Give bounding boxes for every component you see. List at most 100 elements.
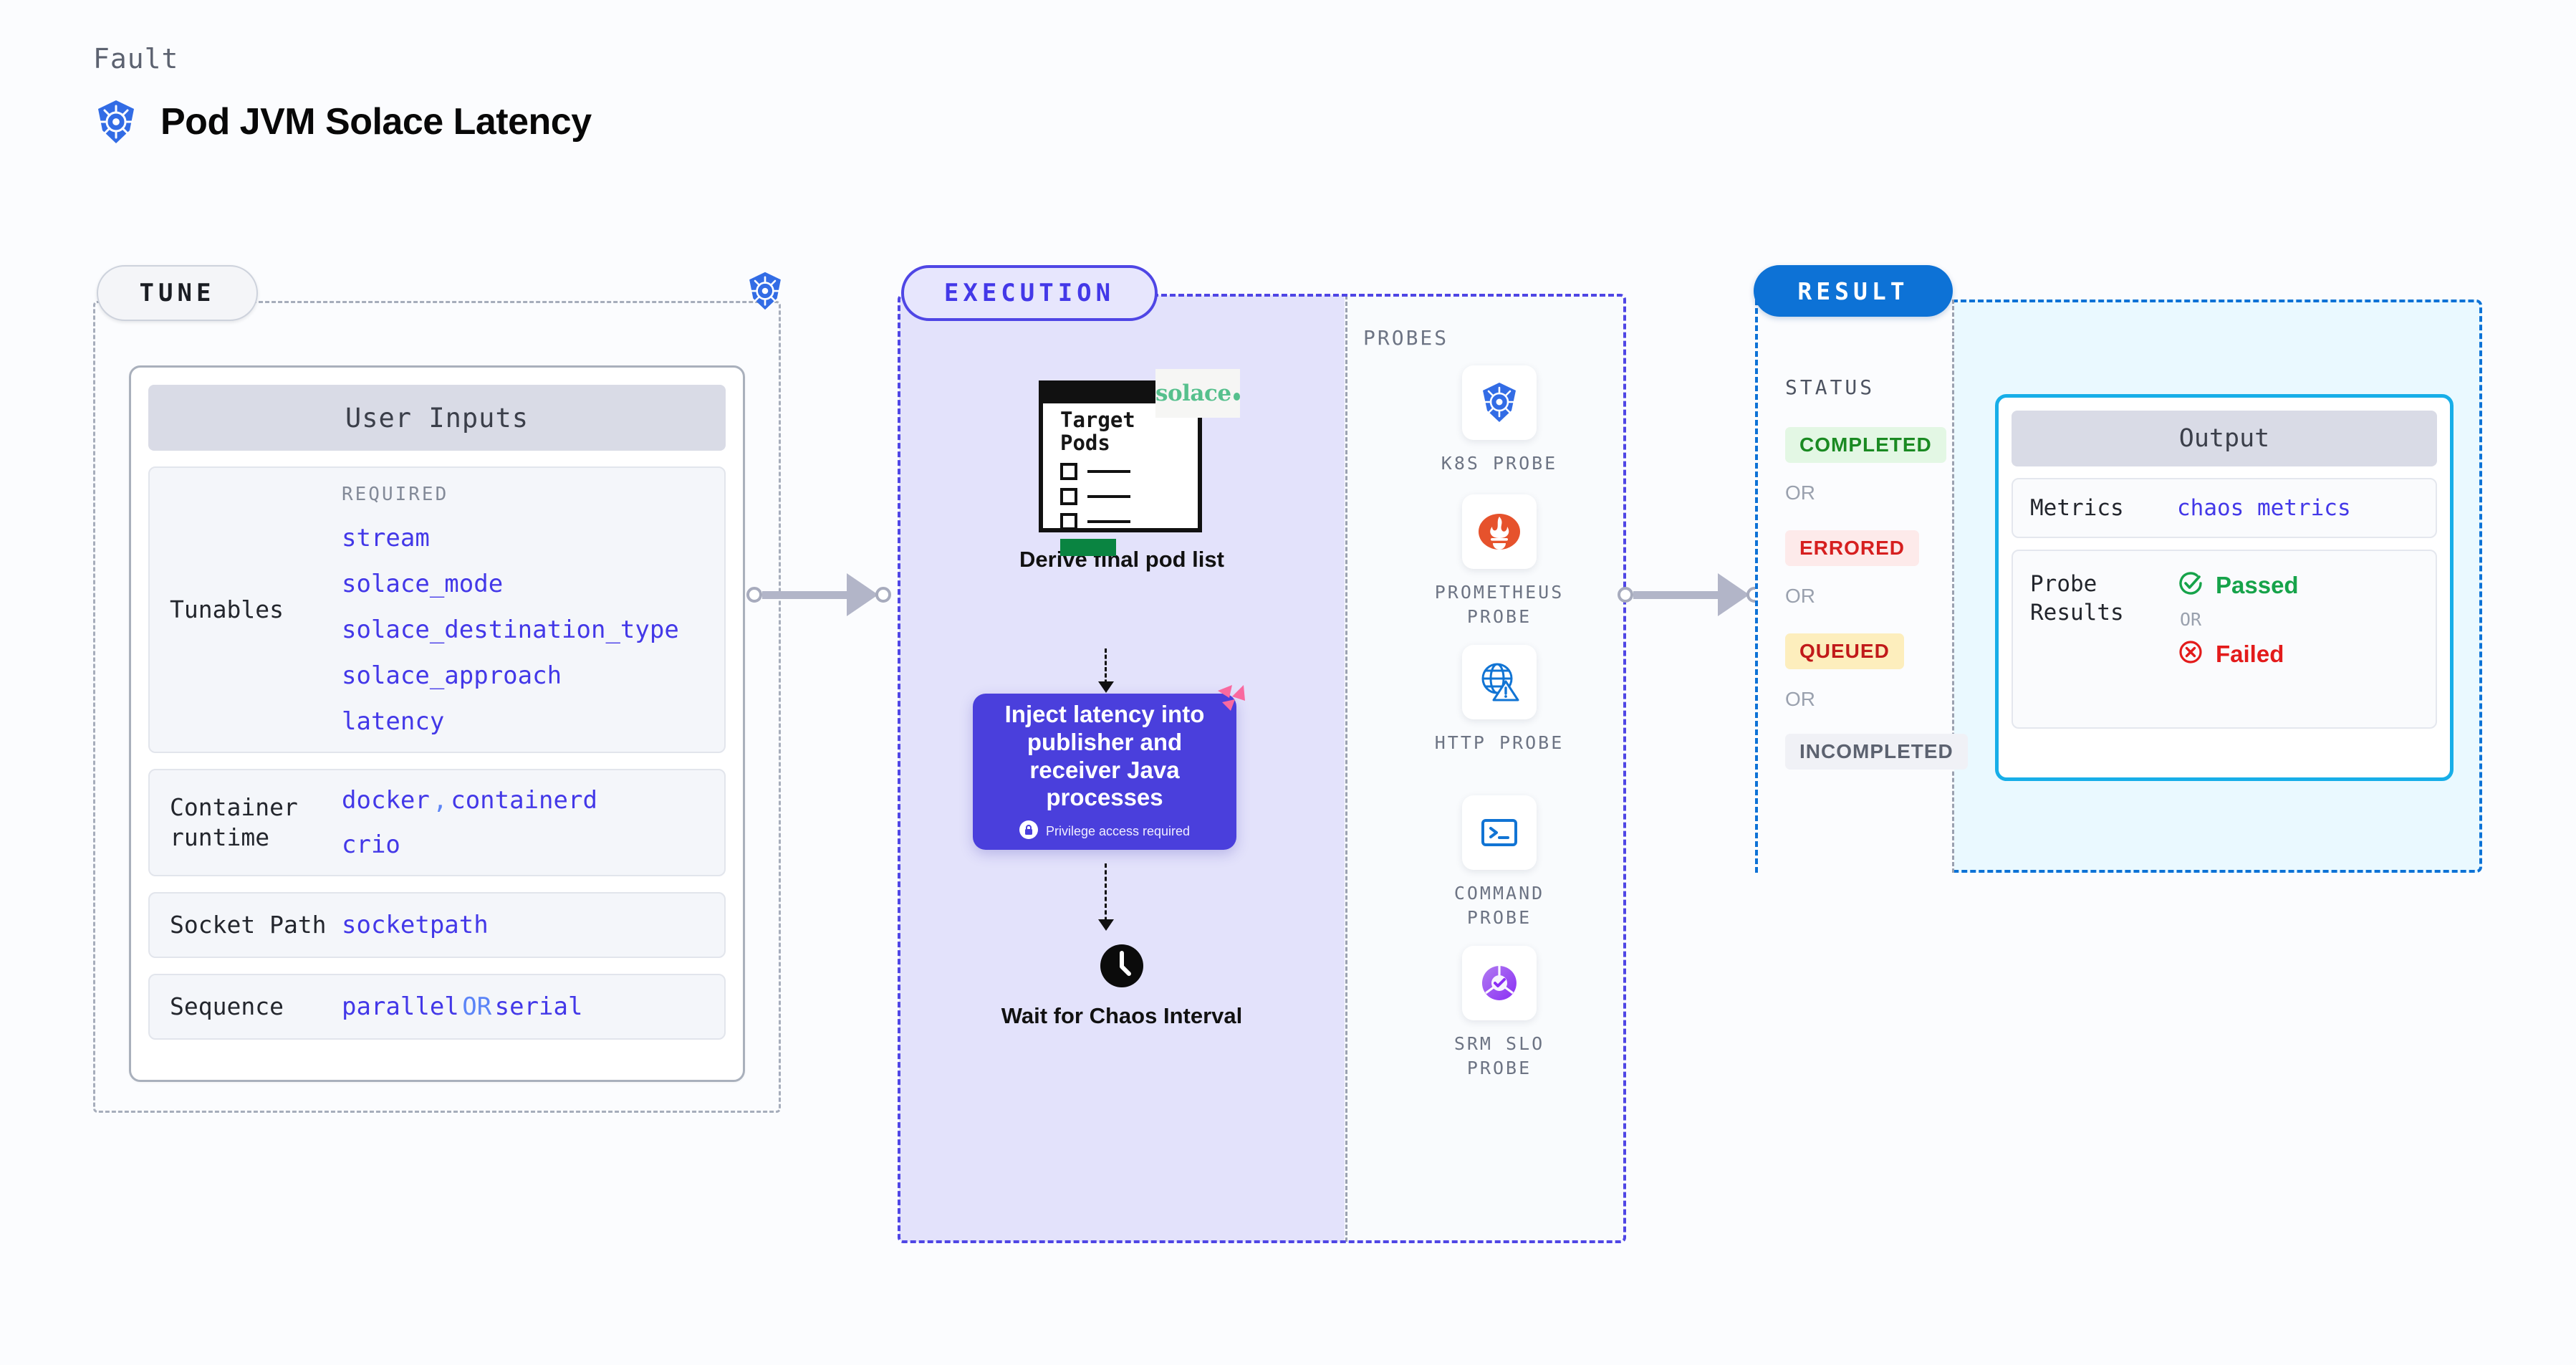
metrics-value[interactable]: chaos metrics [2177, 495, 2351, 521]
flow-arrow-1 [1098, 648, 1114, 693]
execution-stage-pill[interactable]: EXECUTION [901, 265, 1158, 321]
srm-slo-icon [1462, 946, 1537, 1020]
solace-dot-icon [1233, 393, 1240, 401]
step-inject-latency[interactable]: Inject latency into publisher and receiv… [973, 685, 1245, 850]
sequence-serial[interactable]: serial [494, 992, 583, 1021]
fault-eyebrow: Fault [93, 43, 179, 75]
probe-k8s[interactable]: K8S PROBE [1410, 365, 1589, 476]
probes-panel [1345, 295, 1625, 1242]
inject-latency-text: Inject latency into publisher and receiv… [1004, 701, 1205, 811]
metrics-label: Metrics [2030, 494, 2124, 521]
probes-section-label: PROBES [1363, 326, 1449, 350]
connector-arrowhead [847, 573, 878, 616]
runtime-docker[interactable]: docker [342, 786, 430, 815]
connector-execution-result [1618, 573, 1762, 616]
clock-icon [1099, 944, 1145, 992]
status-badge-incompleted: INCOMPLETED [1785, 734, 1968, 770]
connector-dot-start [746, 587, 762, 603]
x-circle-icon [2177, 638, 2204, 669]
tunable-solace-approach[interactable]: solace_approach [342, 661, 562, 690]
check-circle-icon [2177, 570, 2204, 600]
container-runtime-values: docker , containerd crio [342, 786, 704, 859]
connector-tune-execution [746, 573, 891, 616]
doc-highlight-bar [1060, 538, 1116, 556]
litmus-icon [1213, 681, 1248, 717]
privilege-note-text: Privilege access required [1045, 823, 1191, 838]
connector-dot-start [1618, 587, 1633, 603]
sequence-label: Sequence [170, 992, 284, 1020]
checkbox-icon [1060, 487, 1077, 505]
wait-caption: Wait for Chaos Interval [1001, 1003, 1243, 1028]
connector-bar [762, 590, 848, 599]
tunable-solace-mode[interactable]: solace_mode [342, 570, 504, 598]
tunable-solace-destination-type[interactable]: solace_destination_type [342, 616, 679, 644]
output-metrics-row: Metrics chaos metrics [2012, 478, 2437, 538]
status-badge-errored: ERRORED [1785, 530, 1920, 566]
probe-results-values: Passed OR Failed [2177, 570, 2299, 669]
tune-stage-pill[interactable]: TUNE [97, 265, 258, 321]
tunable-latency[interactable]: latency [342, 707, 445, 736]
user-inputs-card: User Inputs Tunables REQUIRED stream sol… [129, 365, 745, 1082]
runtime-comma: , [433, 786, 448, 815]
socket-path-value[interactable]: socketpath [342, 911, 489, 939]
result-stage-pill[interactable]: RESULT [1754, 265, 1953, 317]
runtime-containerd[interactable]: containerd [451, 786, 597, 815]
connector-bar [1633, 590, 1719, 599]
status-or-2: OR [1785, 585, 1815, 607]
connector-dot-end [875, 587, 891, 603]
sequence-parallel[interactable]: parallel [342, 992, 459, 1021]
result-status-panel [1755, 300, 1954, 873]
user-inputs-title: User Inputs [148, 385, 726, 451]
prometheus-icon [1462, 494, 1537, 569]
probe-label: K8S PROBE [1441, 453, 1558, 474]
passed-label: Passed [2216, 571, 2299, 598]
probe-result-failed: Failed [2177, 638, 2299, 669]
step-wait-chaos-interval: Wait for Chaos Interval [989, 943, 1254, 1029]
terminal-icon [1462, 795, 1537, 870]
required-label: REQUIRED [342, 484, 449, 505]
checkbox-icon [1060, 512, 1077, 530]
solace-wordmark: solace [1155, 380, 1231, 406]
page-title: Pod JVM Solace Latency [160, 101, 592, 143]
tunable-stream[interactable]: stream [342, 524, 430, 552]
flow-arrow-2 [1098, 863, 1114, 931]
status-badge-queued: QUEUED [1785, 633, 1904, 669]
derive-caption: Derive final pod list [1019, 547, 1224, 572]
socket-path-label: Socket Path [170, 910, 327, 939]
kubernetes-icon [93, 99, 139, 145]
probe-result-or: OR [2180, 609, 2202, 630]
probe-http[interactable]: HTTP PROBE [1410, 645, 1589, 755]
status-badge-completed: COMPLETED [1785, 427, 1946, 463]
sequence-values: parallel OR serial [342, 992, 704, 1021]
status-or-1: OR [1785, 482, 1815, 504]
runtime-crio[interactable]: crio [342, 830, 400, 859]
probe-result-passed: Passed [2177, 570, 2299, 600]
title-row: Pod JVM Solace Latency [93, 99, 592, 145]
tune-panel [93, 301, 781, 1113]
socket-path-row: Socket Path socketpath [148, 892, 726, 958]
tunables-row: Tunables REQUIRED stream solace_mode sol… [148, 466, 726, 753]
checkbox-icon [1060, 462, 1077, 480]
privilege-note: Privilege access required [1019, 820, 1190, 843]
globe-warning-icon [1462, 645, 1537, 719]
kubernetes-icon [745, 271, 785, 315]
status-or-3: OR [1785, 688, 1815, 710]
status-section-label: STATUS [1785, 375, 1875, 399]
solace-logo: solace [1155, 369, 1240, 418]
kubernetes-icon [1462, 365, 1537, 440]
sequence-row: Sequence parallel OR serial [148, 974, 726, 1040]
